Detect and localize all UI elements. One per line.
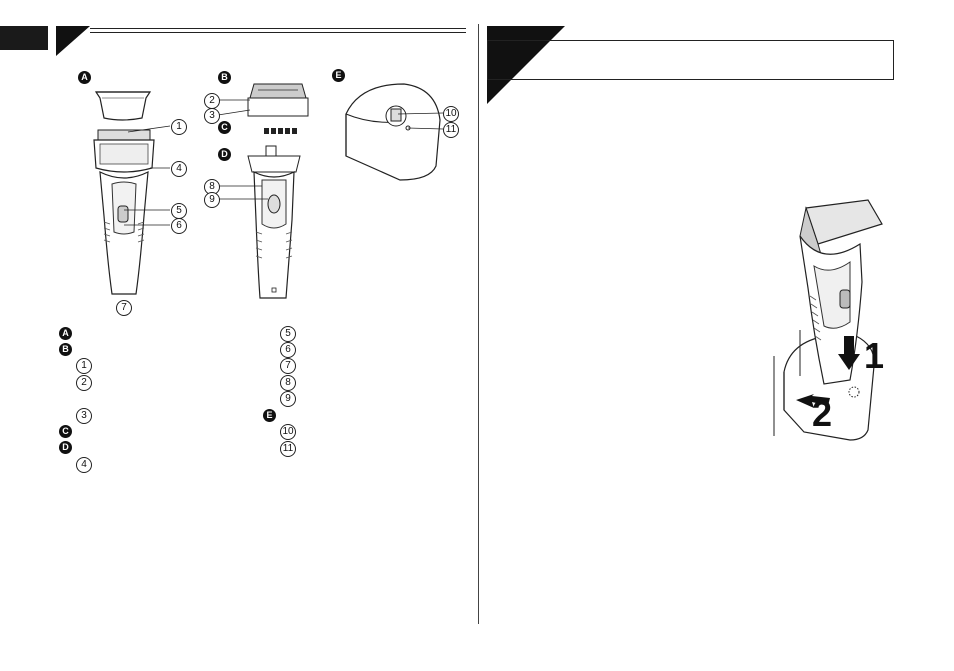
shaver-in-stand-illustration [773, 199, 883, 441]
right-header-box [487, 40, 894, 80]
callout-6: 6 [171, 218, 187, 234]
legend-right-badge-e: E [263, 409, 276, 422]
legend-right-circle-7: 7 [280, 358, 296, 374]
page-tab [0, 26, 48, 50]
callout-3: 3 [204, 108, 220, 124]
callout-10: 10 [443, 106, 459, 122]
charging-stand-illustration [345, 83, 441, 181]
legend-right-circle-5: 5 [280, 326, 296, 342]
legend-right-circle-8: 8 [280, 375, 296, 391]
figure-badge-c: C [218, 121, 231, 134]
legend-left-circle-2: 2 [76, 375, 92, 391]
legend-right-circle-6: 6 [280, 342, 296, 358]
legend-right-circle-11: 11 [280, 441, 296, 457]
legend-left-badge-b: B [59, 343, 72, 356]
right-header-triangle [487, 26, 565, 104]
callout-9: 9 [204, 192, 220, 208]
callout-7: 7 [116, 300, 132, 316]
figure-badge-e: E [332, 69, 345, 82]
inner-blade-illustration [264, 128, 297, 134]
step-2-number: 2 [812, 393, 833, 434]
legend-right-circle-10: 10 [280, 424, 296, 440]
figure-badge-b: B [218, 71, 231, 84]
legend-right-circle-9: 9 [280, 391, 296, 407]
step-1-number: 1 [864, 335, 885, 376]
left-header-triangle [56, 26, 90, 56]
callout-1: 1 [171, 119, 187, 135]
legend-left-circle-3: 3 [76, 408, 92, 424]
legend-left-circle-4: 4 [76, 457, 92, 473]
left-header-rule [90, 28, 466, 29]
callout-2: 2 [204, 93, 220, 109]
shaver-front-illustration [93, 129, 155, 295]
legend-left-badge-d: D [59, 441, 72, 454]
shaver-body-illustration [247, 145, 301, 299]
callout-4: 4 [171, 161, 187, 177]
left-header-rule-2 [90, 32, 466, 33]
outer-foil-illustration [247, 83, 309, 117]
page-divider [478, 24, 479, 624]
callout-5: 5 [171, 203, 187, 219]
callout-11: 11 [443, 122, 459, 138]
legend-left-circle-1: 1 [76, 358, 92, 374]
figure-badge-d: D [218, 148, 231, 161]
figure-badge-a: A [78, 71, 91, 84]
protective-cap-illustration [94, 91, 152, 121]
legend-left-badge-c: C [59, 425, 72, 438]
legend-left-badge-a: A [59, 327, 72, 340]
